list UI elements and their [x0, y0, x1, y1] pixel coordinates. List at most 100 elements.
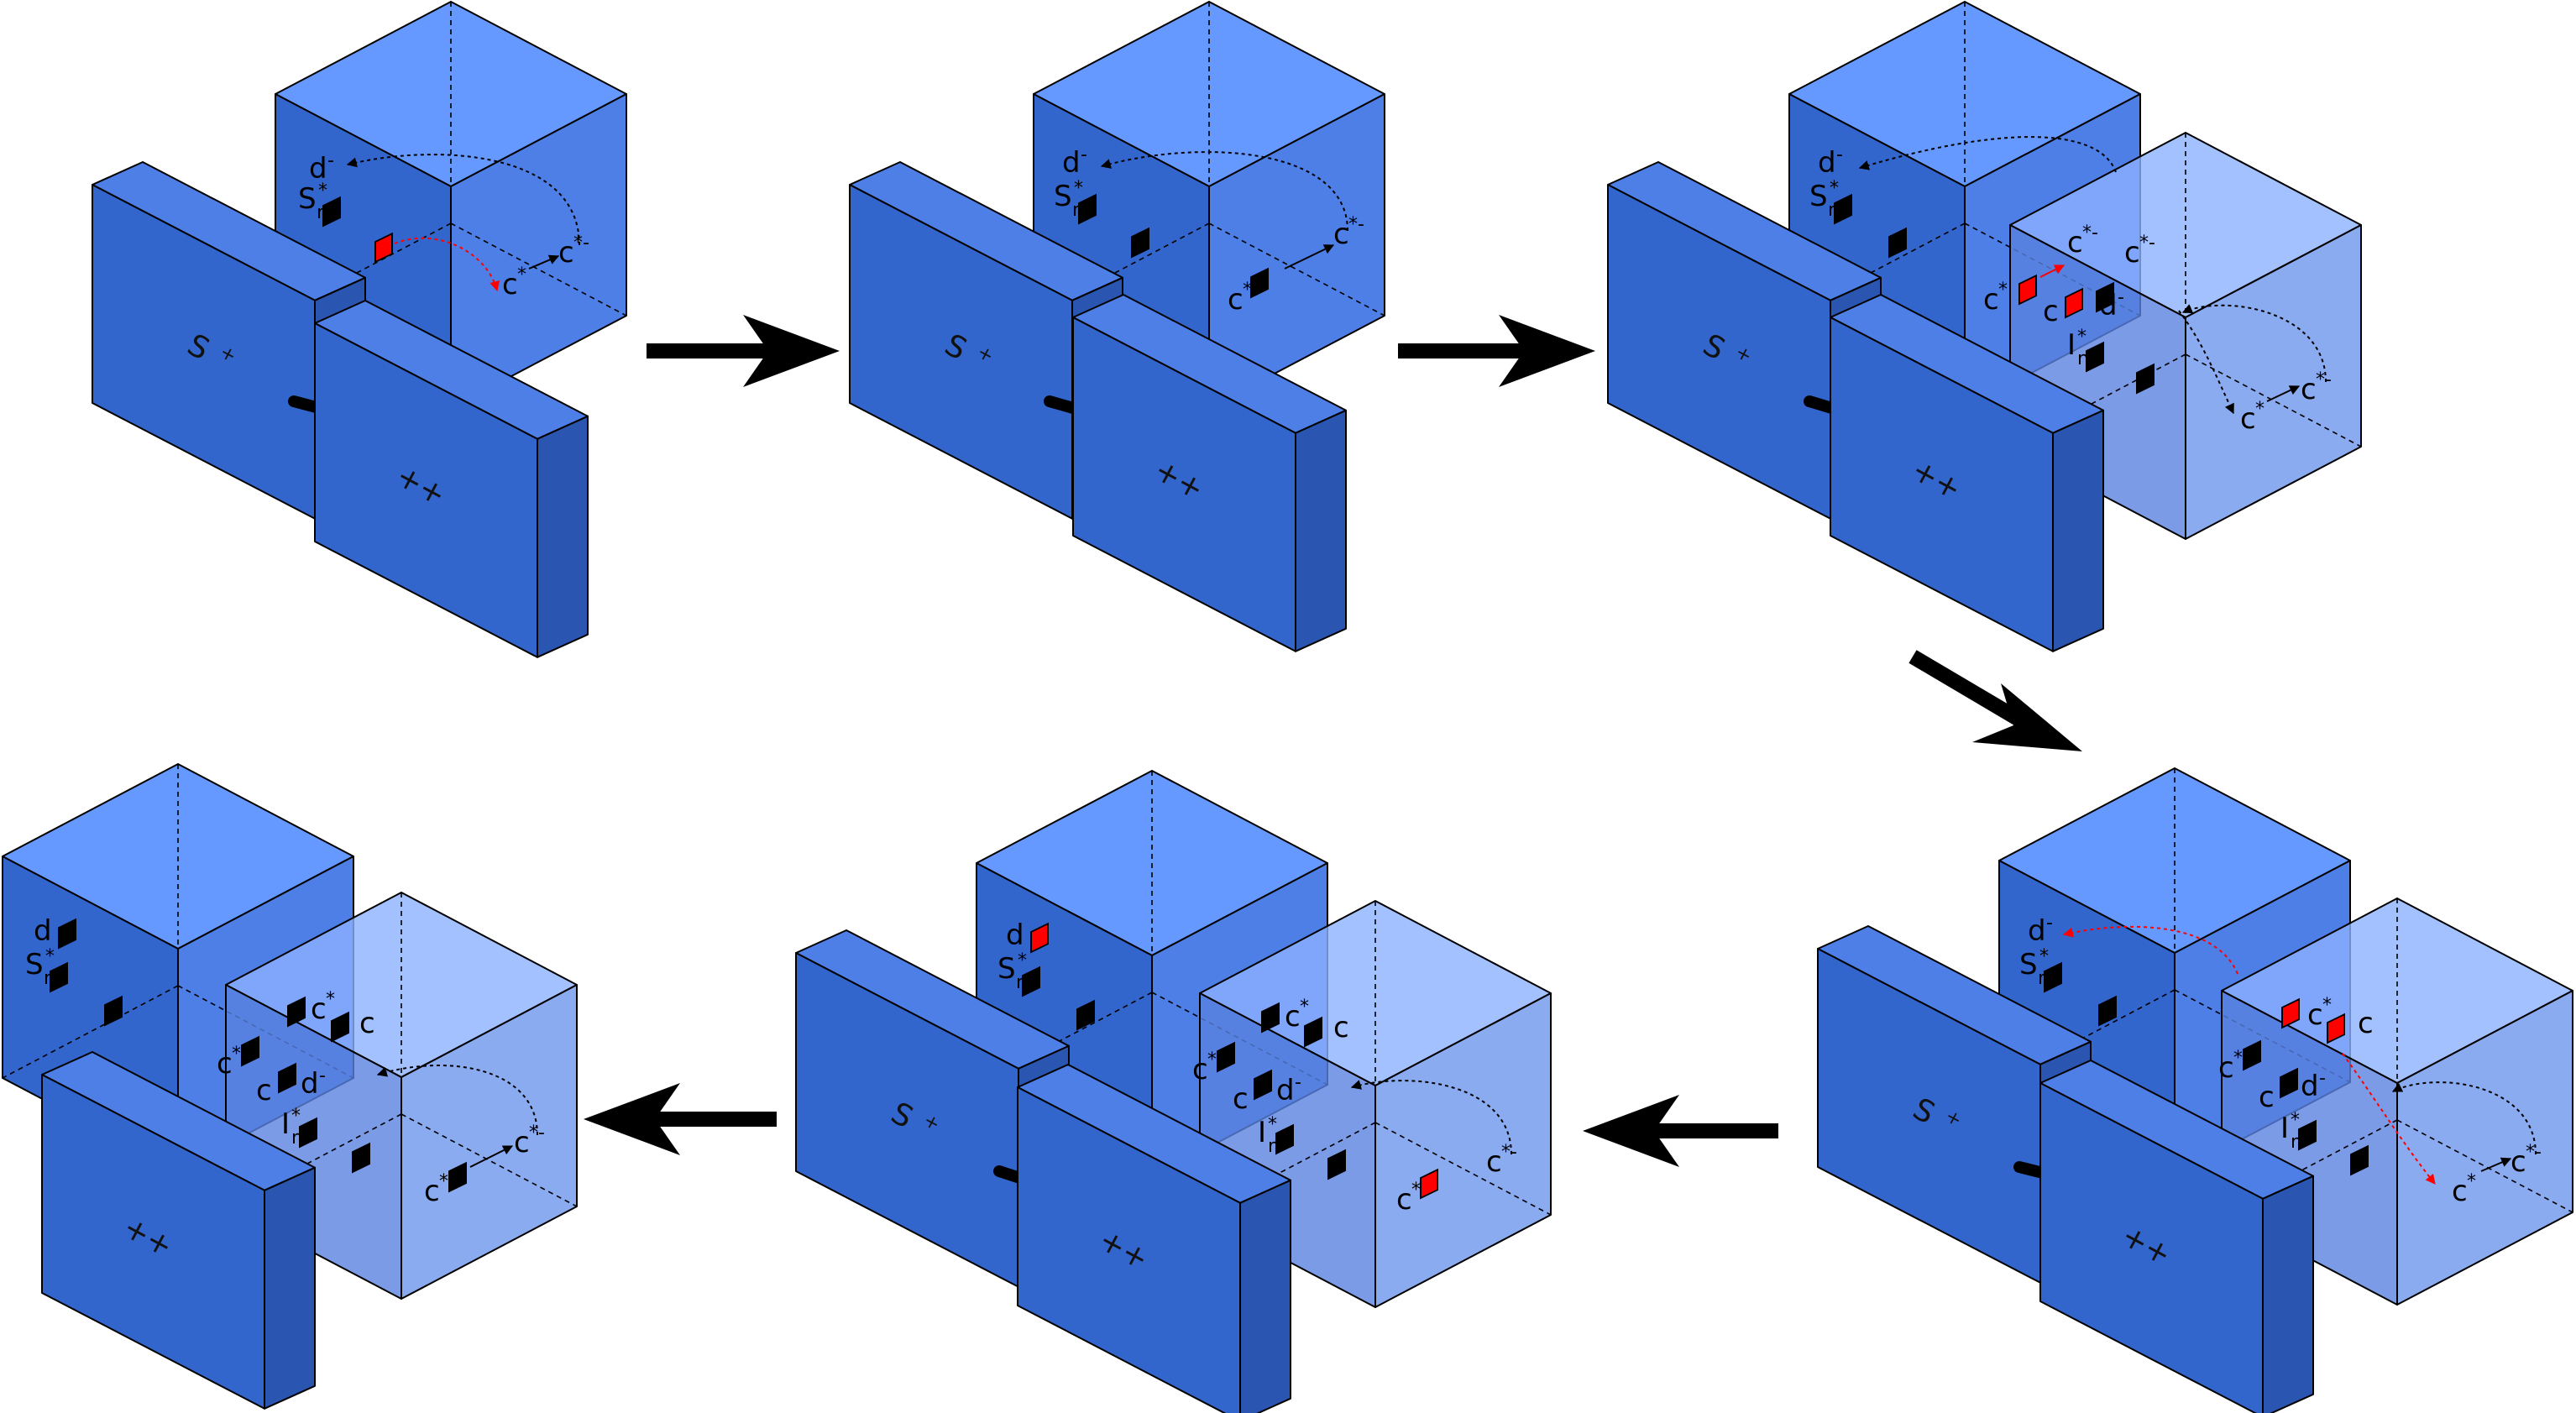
label-s: S: [1054, 180, 1072, 213]
plate-pp: ++: [1830, 294, 2104, 652]
label-cstar-sup: *: [1411, 1180, 1421, 1201]
marker-in: [2298, 1119, 2317, 1151]
marker-2: [1254, 1069, 1272, 1101]
arrow-cstar-glass: [2266, 385, 2301, 402]
marker-4: [1304, 1016, 1322, 1048]
label-cstar: c: [2452, 1175, 2468, 1208]
label-cstar: c: [1285, 1000, 1301, 1034]
label-cstarminus-sup: *-: [573, 233, 589, 254]
label-d-sup: -: [2319, 1068, 2326, 1089]
plate-side-face: [2052, 409, 2104, 652]
plate-pp: ++: [41, 1051, 316, 1410]
label-cstar-sup: *: [2233, 1048, 2243, 1069]
arrow-glass-arc: [1350, 1080, 1512, 1155]
label-cstarminus-sup: *-: [2526, 1142, 2542, 1163]
label-cstar: c: [502, 268, 518, 301]
label-d-sup: -: [1836, 144, 1843, 165]
label-cstar-sup: *: [2255, 399, 2264, 420]
plate-front-face: [1017, 1086, 1241, 1413]
label-i-star: *: [1268, 1114, 1277, 1135]
label-d-sup: -: [1081, 144, 1087, 165]
label-s: S: [2019, 948, 2038, 981]
arrow-red: [394, 237, 500, 292]
label-cstarminus: c: [2511, 1145, 2526, 1179]
arrow-cstar-glass: [469, 1145, 514, 1168]
marker-c: [2096, 281, 2114, 313]
marker-1: [1217, 1041, 1235, 1073]
arrow-dminus: [346, 154, 580, 246]
label-cstar-sup: *: [1998, 280, 2008, 301]
label-cstar: c: [217, 1047, 233, 1081]
plate-pp: ++: [314, 300, 589, 658]
label-cstar: c: [1192, 1053, 1208, 1086]
label-cstar-sup: *: [2467, 1171, 2476, 1192]
label-cstarminus-sup: *-: [2139, 233, 2155, 254]
label-d: d: [2301, 1070, 2319, 1103]
label-i: I: [1258, 1116, 1266, 1149]
label-d-sup: -: [2118, 287, 2124, 308]
arrow-cstar-glass: [2480, 1157, 2512, 1172]
flow-arrow-2-to-3: [1398, 315, 1595, 387]
label-cstar-sup: *: [326, 989, 335, 1010]
label-s-star: *: [318, 181, 327, 201]
arrow-cstar: [528, 254, 560, 270]
marker-in-2: [2350, 1144, 2369, 1176]
label-cstar: c: [2240, 402, 2256, 436]
label-i-star: *: [291, 1106, 301, 1127]
label-i: I: [2280, 1112, 2289, 1145]
label-d: d: [1818, 146, 1836, 180]
marker-3: [287, 996, 306, 1028]
plate-front-face: [2039, 1082, 2264, 1413]
label-cstar-sup: *: [2322, 995, 2332, 1016]
marker-in-2: [352, 1142, 370, 1174]
plate-front-face: [1830, 317, 2054, 652]
marker-sn: [322, 196, 341, 228]
label-d-sup: -: [327, 150, 334, 171]
plate-side-face: [1295, 409, 1347, 652]
label-s-star: *: [45, 946, 55, 967]
marker-red-1: [2281, 997, 2300, 1029]
marker-sn: [1022, 966, 1040, 997]
label-cstarminus: c: [1333, 217, 1349, 251]
marker-2: [2280, 1067, 2298, 1099]
label-d-sup: -: [319, 1065, 326, 1086]
marker-sn: [1078, 193, 1097, 225]
label-d: d: [301, 1067, 319, 1101]
flow-arrows: [584, 315, 2082, 1167]
arrow-red-dminus: [2062, 925, 2238, 975]
label-cstar: c: [1983, 283, 1999, 317]
panel-2: d-S*nc*c*-S+++: [849, 1, 1385, 652]
arrow-glass-down: [2178, 310, 2234, 415]
label-cstar-sup: *: [1207, 1049, 1217, 1070]
label-c: c: [2259, 1081, 2275, 1114]
arrow-glass-arc: [2181, 304, 2327, 383]
marker-cstar: [1250, 267, 1269, 299]
marker-3: [1261, 1002, 1280, 1034]
label-cstarminus: c: [514, 1126, 530, 1159]
marker-s2: [104, 995, 123, 1027]
marker-s2: [1888, 227, 1907, 259]
plate-side-face: [1239, 1179, 1291, 1413]
label-cstar: c: [1228, 283, 1243, 317]
marker-red-2: [2065, 287, 2083, 319]
plate-front-face: [41, 1074, 265, 1410]
arrow-dminus: [1858, 136, 2117, 173]
label-cstarminus: c: [2301, 373, 2317, 406]
marker-1: [2243, 1039, 2261, 1071]
label-c: c: [256, 1074, 272, 1107]
marker-s2: [1131, 227, 1149, 259]
plate-pp: ++: [2039, 1060, 2314, 1413]
label-s-star: *: [1074, 178, 1083, 199]
plate-side-face: [264, 1166, 316, 1410]
label-d: d: [1006, 918, 1024, 952]
flow-arrow-1-to-2: [647, 315, 840, 387]
arrow-red: [2039, 264, 2066, 278]
label-cstar-sup: *: [1300, 997, 1309, 1018]
label-c: c: [2358, 1007, 2374, 1040]
marker-2: [278, 1062, 296, 1094]
label-d-sup: -: [2046, 913, 2053, 934]
marker-1: [241, 1035, 259, 1067]
label-c: c: [1333, 1011, 1349, 1044]
label-i: I: [281, 1107, 290, 1141]
